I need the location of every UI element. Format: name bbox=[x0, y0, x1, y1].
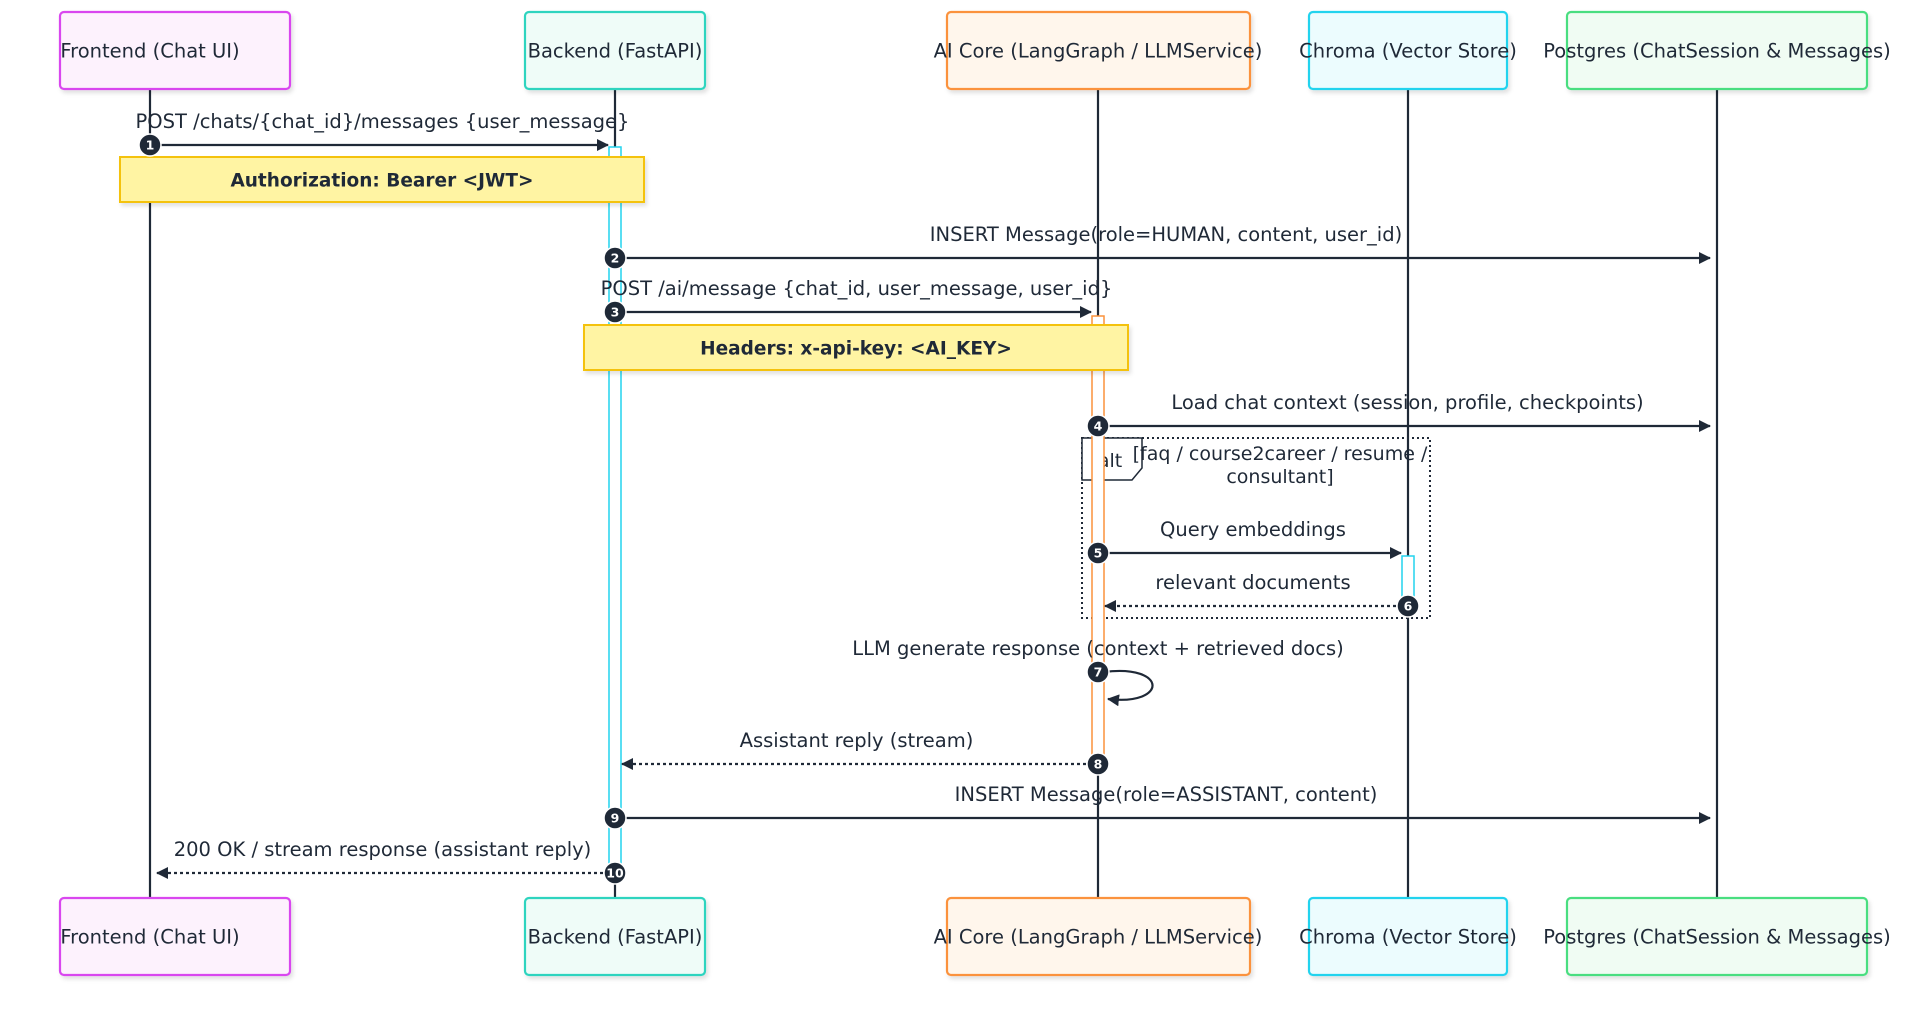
participant-label: Frontend (Chat UI) bbox=[60, 40, 239, 63]
sequence-number-badge: 5 bbox=[1086, 541, 1110, 565]
sequence-number: 9 bbox=[611, 811, 620, 826]
sequence-number-badge: 6 bbox=[1396, 594, 1420, 618]
participant-postgres-bottom: Postgres (ChatSession & Messages) bbox=[1543, 896, 1891, 977]
alt-condition-line-1: [faq / course2career / resume / bbox=[1133, 443, 1428, 465]
message-4: Load chat context (session, profile, che… bbox=[1086, 391, 1711, 438]
participant-label: Postgres (ChatSession & Messages) bbox=[1543, 926, 1891, 949]
message-7: LLM generate response (context + retriev… bbox=[852, 637, 1344, 707]
sequence-number-badge: 8 bbox=[1086, 752, 1110, 776]
participant-backend-top: Backend (FastAPI) bbox=[523, 10, 707, 91]
message-label: relevant documents bbox=[1155, 571, 1350, 594]
participant-label: AI Core (LangGraph / LLMService) bbox=[934, 926, 1263, 949]
message-5: Query embeddings 5 bbox=[1086, 518, 1402, 565]
message-label: Query embeddings bbox=[1160, 518, 1346, 541]
lifelines bbox=[148, 89, 1719, 898]
participant-postgres-top: Postgres (ChatSession & Messages) bbox=[1543, 10, 1891, 91]
message-label: Assistant reply (stream) bbox=[740, 729, 974, 752]
participant-label: Backend (FastAPI) bbox=[528, 40, 703, 63]
message-2: INSERT Message(role=HUMAN, content, user… bbox=[603, 223, 1711, 270]
note-1: Authorization: Bearer <JWT> bbox=[119, 156, 645, 203]
participant-chroma-top: Chroma (Vector Store) bbox=[1299, 10, 1517, 91]
note-text: Authorization: Bearer <JWT> bbox=[230, 171, 533, 192]
activation-aicore bbox=[1091, 315, 1105, 765]
message-label: 200 OK / stream response (assistant repl… bbox=[174, 838, 592, 861]
note-text: Headers: x-api-key: <AI_KEY> bbox=[700, 339, 1012, 360]
message-label: POST /ai/message {chat_id, user_message,… bbox=[601, 277, 1113, 300]
note-2: Headers: x-api-key: <AI_KEY> bbox=[583, 324, 1129, 371]
participant-label: Postgres (ChatSession & Messages) bbox=[1543, 40, 1891, 63]
sequence-number-badge: 1 bbox=[138, 133, 162, 157]
participant-frontend-top: Frontend (Chat UI) bbox=[58, 10, 292, 91]
message-label: INSERT Message(role=ASSISTANT, content) bbox=[955, 783, 1378, 806]
sequence-number: 2 bbox=[611, 251, 620, 266]
sequence-number: 4 bbox=[1094, 419, 1103, 434]
messages: POST /chats/{chat_id}/messages {user_mes… bbox=[136, 110, 1711, 885]
sequence-number: 7 bbox=[1094, 665, 1103, 680]
participant-label: Chroma (Vector Store) bbox=[1299, 40, 1517, 63]
message-10: 200 OK / stream response (assistant repl… bbox=[156, 838, 627, 885]
message-1: POST /chats/{chat_id}/messages {user_mes… bbox=[136, 110, 630, 157]
sequence-number: 6 bbox=[1404, 599, 1413, 614]
message-label: INSERT Message(role=HUMAN, content, user… bbox=[930, 223, 1402, 246]
sequence-number-badge: 10 bbox=[603, 861, 627, 885]
participant-label: AI Core (LangGraph / LLMService) bbox=[934, 40, 1263, 63]
sequence-number: 10 bbox=[606, 866, 624, 881]
participant-chroma-bottom: Chroma (Vector Store) bbox=[1299, 896, 1517, 977]
alt-frame bbox=[1081, 437, 1431, 619]
message-arrow bbox=[1103, 669, 1154, 707]
sequence-number-badge: 4 bbox=[1086, 414, 1110, 438]
participants: Frontend (Chat UI) Frontend (Chat UI) Back… bbox=[58, 10, 1891, 977]
sequence-number: 8 bbox=[1094, 757, 1103, 772]
sequence-number: 3 bbox=[611, 305, 620, 320]
participant-label: Chroma (Vector Store) bbox=[1299, 926, 1517, 949]
alt-condition-line-2: consultant] bbox=[1226, 466, 1333, 488]
participant-aicore-top: AI Core (LangGraph / LLMService) bbox=[934, 10, 1263, 91]
sequence-number-badge: 2 bbox=[603, 246, 627, 270]
participant-aicore-bottom: AI Core (LangGraph / LLMService) bbox=[934, 896, 1263, 977]
notes: Authorization: Bearer <JWT> Headers: x-ap… bbox=[119, 156, 1129, 371]
message-8: Assistant reply (stream) 8 bbox=[621, 729, 1110, 776]
message-9: INSERT Message(role=ASSISTANT, content) 9 bbox=[603, 783, 1711, 830]
sequence-number-badge: 7 bbox=[1086, 660, 1110, 684]
message-label: LLM generate response (context + retriev… bbox=[852, 637, 1343, 660]
message-3: POST /ai/message {chat_id, user_message,… bbox=[601, 277, 1113, 324]
participant-backend-bottom: Backend (FastAPI) bbox=[523, 896, 707, 977]
message-label: Load chat context (session, profile, che… bbox=[1171, 391, 1643, 414]
sequence-number: 1 bbox=[146, 138, 155, 153]
participant-frontend-bottom: Frontend (Chat UI) bbox=[58, 896, 292, 977]
sequence-number-badge: 9 bbox=[603, 806, 627, 830]
message-6: relevant documents 6 bbox=[1104, 571, 1420, 618]
participant-label: Backend (FastAPI) bbox=[528, 926, 703, 949]
sequence-number-badge: 3 bbox=[603, 300, 627, 324]
sequence-number: 5 bbox=[1094, 546, 1103, 561]
participant-label: Frontend (Chat UI) bbox=[60, 926, 239, 949]
message-label: POST /chats/{chat_id}/messages {user_mes… bbox=[136, 110, 630, 133]
